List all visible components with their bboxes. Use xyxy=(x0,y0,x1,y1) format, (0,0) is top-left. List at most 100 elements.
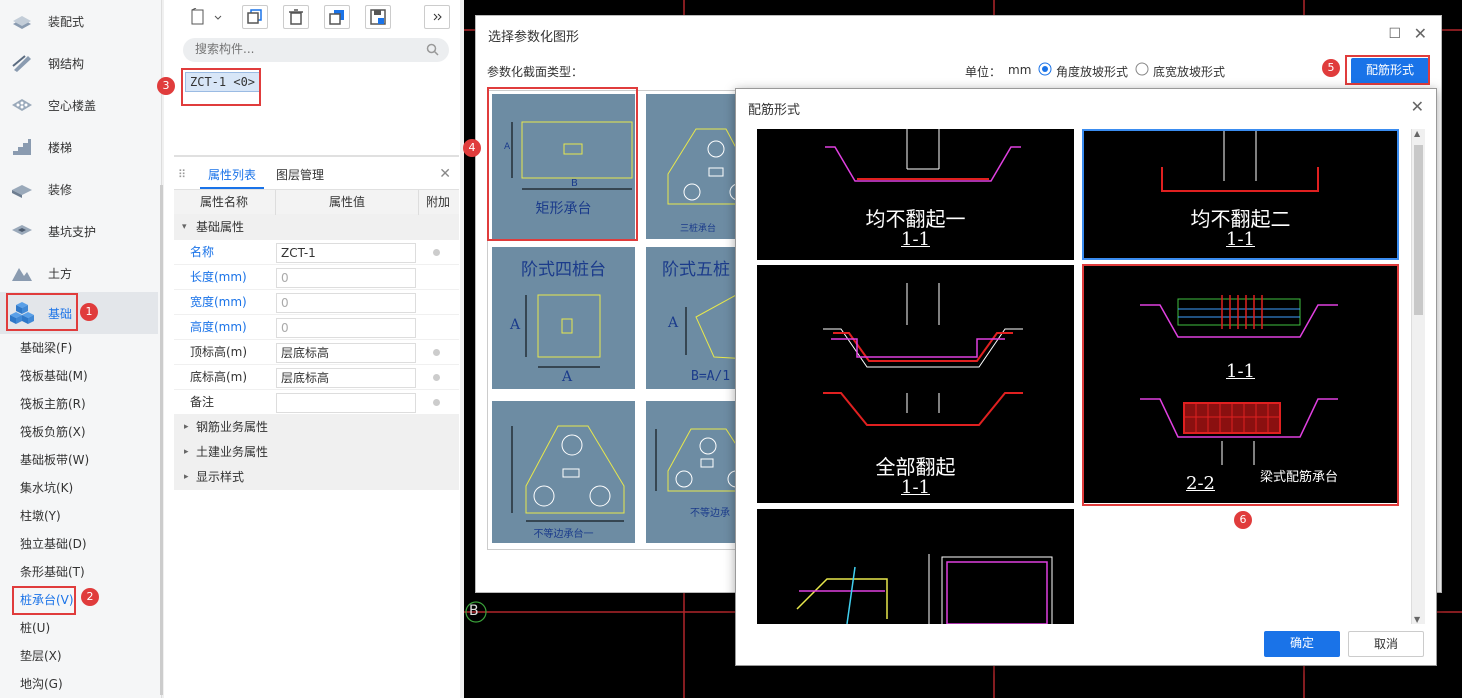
nav-item-stair[interactable]: 楼梯 xyxy=(0,126,158,168)
copy-button[interactable] xyxy=(242,5,268,29)
property-value-input[interactable]: 0 xyxy=(276,268,416,288)
sub-item[interactable]: 柱墩(Y) xyxy=(20,509,61,523)
expand-icon[interactable] xyxy=(424,5,450,29)
step-badge: 3 xyxy=(157,77,175,95)
component-list-item[interactable]: ZCT-1 <0> xyxy=(185,72,261,92)
tab-property-list[interactable]: 属性列表 xyxy=(200,161,265,189)
drag-handle-icon[interactable]: ⠿ xyxy=(178,168,187,181)
nav-item-decoration[interactable]: 装修 xyxy=(0,168,158,210)
highlight-box xyxy=(181,68,261,106)
radio-width-label[interactable]: 底宽放坡形式 xyxy=(1153,65,1226,79)
component-toolbar xyxy=(174,0,459,35)
shape-thumb-step4[interactable]: A A 阶式四桩台 xyxy=(492,247,635,389)
group-row[interactable]: ▸ 显示样式 xyxy=(174,465,459,490)
search-input[interactable] xyxy=(195,42,415,56)
close-icon[interactable]: ✕ xyxy=(439,166,451,182)
nav-scrollbar[interactable] xyxy=(160,185,163,695)
search-box[interactable] xyxy=(183,38,449,62)
step-badge: 2 xyxy=(81,588,99,606)
property-value-input[interactable]: 0 xyxy=(276,293,416,313)
sub-item[interactable]: 基础板带(W) xyxy=(20,453,90,467)
expand-icon[interactable]: ▸ xyxy=(184,472,189,482)
property-value-input[interactable]: 0 xyxy=(276,318,416,338)
nav-item-prefab[interactable]: 装配式 xyxy=(0,0,158,42)
shape-thumb-unequal2[interactable]: 不等边承 xyxy=(646,401,750,543)
cell-section: 1-1 xyxy=(901,477,930,498)
property-row: 顶标高(m) 层底标高 xyxy=(174,340,459,365)
nav-item-foundation[interactable]: 基础 xyxy=(0,292,158,334)
panel-divider[interactable] xyxy=(174,155,459,157)
nav-item-label: 楼梯 xyxy=(48,140,73,155)
group-row[interactable]: ▸ 钢筋业务属性 xyxy=(174,415,459,440)
property-name: 高度(mm) xyxy=(190,320,247,334)
sub-item[interactable]: 基础梁(F) xyxy=(20,341,73,355)
group-row[interactable]: ▾ 基础属性 xyxy=(174,215,459,240)
sub-item[interactable]: 独立基础(D) xyxy=(20,537,87,551)
shape-grid: A B 矩形承台 三桩承台 A A 阶式四桩台 xyxy=(487,90,750,550)
nav-item-earthwork[interactable]: 土方 xyxy=(0,252,158,294)
shape-thumb-triangle[interactable]: 三桩承台 xyxy=(646,94,750,239)
property-value-input[interactable] xyxy=(276,393,416,413)
property-value-input[interactable]: 层底标高 xyxy=(276,343,416,363)
rebar-form-button[interactable]: 配筋形式 xyxy=(1351,58,1429,84)
sub-item[interactable]: 条形基础(T) xyxy=(20,565,85,579)
sub-item[interactable]: 桩(U) xyxy=(20,621,51,635)
sub-item[interactable]: 筏板主筋(R) xyxy=(20,397,86,411)
shape-thumb-step5[interactable]: A B=A/1 阶式五桩 xyxy=(646,247,750,389)
nav-item-steel[interactable]: 钢结构 xyxy=(0,42,158,84)
sub-item[interactable]: 筏板负筋(X) xyxy=(20,425,86,439)
step-badge: 4 xyxy=(463,139,481,157)
radio-angle-label[interactable]: 角度放坡形式 xyxy=(1056,65,1129,79)
thumb-label: 阶式五桩 xyxy=(662,260,730,280)
radio-angle[interactable] xyxy=(1038,62,1052,79)
rebar-option-cell[interactable] xyxy=(757,509,1074,624)
extra-checkbox[interactable] xyxy=(433,249,440,256)
ok-button[interactable]: 确定 xyxy=(1264,631,1340,657)
scroll-up-icon[interactable]: ▲ xyxy=(1414,129,1421,138)
group-row[interactable]: ▸ 土建业务属性 xyxy=(174,440,459,465)
expand-icon[interactable]: ▸ xyxy=(184,422,189,432)
property-value-input[interactable]: 层底标高 xyxy=(276,368,416,388)
search-icon[interactable] xyxy=(426,43,439,59)
close-icon[interactable]: ✕ xyxy=(1413,24,1427,43)
extra-checkbox[interactable] xyxy=(433,349,440,356)
sub-item[interactable]: 地沟(G) xyxy=(20,677,63,691)
sub-item[interactable]: 筏板基础(M) xyxy=(20,369,88,383)
new-component-button[interactable] xyxy=(187,5,227,29)
delete-icon[interactable] xyxy=(283,5,309,29)
axis-marker: B xyxy=(469,603,479,619)
shape-thumb-unequal1[interactable]: 不等边承台一 xyxy=(492,401,635,543)
vertical-scrollbar[interactable]: ▲ ▼ xyxy=(1411,129,1425,624)
expand-icon[interactable]: ▸ xyxy=(184,447,189,457)
earthwork-icon xyxy=(10,263,34,283)
property-table: 属性名称 属性值 附加 ▾ 基础属性 名称 ZCT-1 长度(mm) 0 宽度(… xyxy=(174,190,459,490)
extra-checkbox[interactable] xyxy=(433,399,440,406)
nav-item-pit[interactable]: 基坑支护 xyxy=(0,210,158,252)
property-name: 宽度(mm) xyxy=(190,295,247,309)
save-template-icon[interactable] xyxy=(365,5,391,29)
dialog-title: 配筋形式 xyxy=(748,103,801,118)
cell-section: 1-1 xyxy=(1226,229,1255,250)
unit-value: mm xyxy=(1008,63,1032,77)
radio-width[interactable] xyxy=(1135,62,1149,79)
sub-item[interactable]: 集水坑(K) xyxy=(20,481,74,495)
scroll-down-icon[interactable]: ▼ xyxy=(1414,615,1421,624)
rebar-option-cell[interactable]: 全部翻起 1-1 xyxy=(757,265,1074,503)
extra-checkbox[interactable] xyxy=(433,374,440,381)
collapse-icon[interactable]: ▾ xyxy=(182,222,187,232)
cancel-button[interactable]: 取消 xyxy=(1348,631,1424,657)
rebar-option-cell[interactable]: 1-1 梁式配筋承台 2-2 xyxy=(1082,265,1399,503)
maximize-icon[interactable]: ☐ xyxy=(1388,26,1401,42)
rebar-option-cell[interactable]: 均不翻起二 1-1 xyxy=(1082,129,1399,260)
property-value-input[interactable]: ZCT-1 xyxy=(276,243,416,263)
highlight-box xyxy=(1082,264,1399,506)
tab-layer-manage[interactable]: 图层管理 xyxy=(276,168,325,182)
close-icon[interactable]: ✕ xyxy=(1410,97,1424,116)
sub-item-pile-cap[interactable]: 桩承台(V) xyxy=(20,593,74,607)
nav-item-hollow-slab[interactable]: 空心楼盖 xyxy=(0,84,158,126)
scroll-thumb[interactable] xyxy=(1414,145,1423,315)
duplicate-icon[interactable] xyxy=(324,5,350,29)
rebar-option-cell[interactable]: 均不翻起一 1-1 xyxy=(757,129,1074,260)
sub-item[interactable]: 垫层(X) xyxy=(20,649,62,663)
shape-thumb-rect[interactable]: A B 矩形承台 xyxy=(492,94,635,239)
